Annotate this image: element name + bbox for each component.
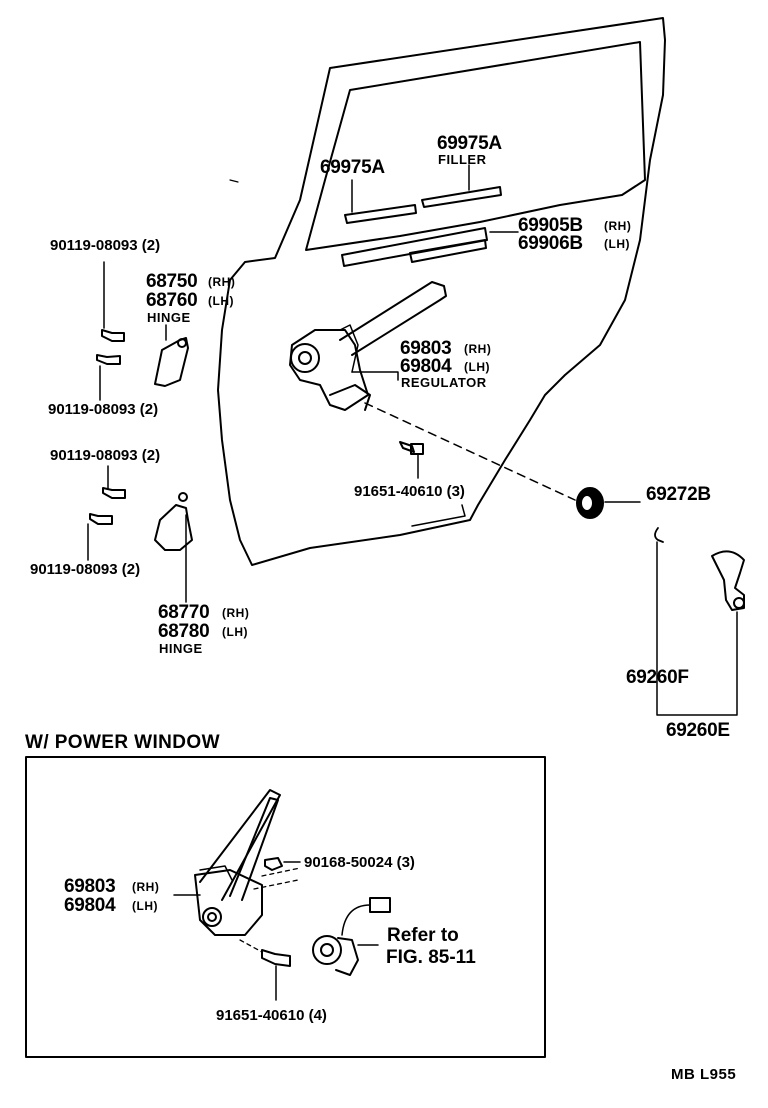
- door-bottom-mark: [411, 504, 466, 527]
- power-window-title: W/ POWER WINDOW: [25, 732, 220, 753]
- hinge-up-rh-side: (RH): [208, 275, 236, 289]
- power-regulator-lh-side: (LH): [132, 899, 158, 913]
- power-regulator-rh-label: 69803: [64, 876, 116, 897]
- hinge-lo-caption: HINGE: [159, 641, 203, 656]
- regulator-lh-side: (LH): [464, 360, 490, 374]
- regulator-knob: [576, 487, 604, 519]
- filler-front-label: 69975A: [320, 157, 385, 178]
- figure-code: MB L955: [671, 1066, 737, 1083]
- clip-label: 69260F: [626, 667, 689, 688]
- regulator-caption: REGULATOR: [401, 375, 487, 390]
- hinge-up-lh-side: (LH): [208, 294, 234, 308]
- regulator-lh-label: 69804: [400, 356, 452, 377]
- window-handle: [711, 550, 745, 611]
- regulator-rh-label: 69803: [400, 338, 452, 359]
- power-regulator-lh-label: 69804: [64, 895, 116, 916]
- bolt-top-1-label: 90119-08093 (2): [50, 237, 161, 254]
- power-bolt-label: 91651-40610 (4): [216, 1007, 327, 1024]
- run-lh-side: (LH): [604, 237, 630, 251]
- manual-regulator: [289, 281, 447, 411]
- bolt-top-1-shape: [101, 329, 125, 342]
- filler-rear: [421, 186, 502, 208]
- regulator-rh-side: (RH): [464, 342, 492, 356]
- bolt-bot-1-label: 90119-08093 (2): [50, 447, 161, 464]
- filler-caption: FILLER: [438, 152, 487, 167]
- filler-front: [344, 204, 417, 224]
- run-rh-side: (RH): [604, 219, 632, 233]
- run-rh-label: 69905B: [518, 215, 583, 236]
- knob-label: 69272B: [646, 484, 711, 505]
- hinge-lo-rh-side: (RH): [222, 606, 250, 620]
- hinge-lo-lh-label: 68780: [158, 621, 210, 642]
- filler-rear-label: 69975A: [437, 133, 502, 154]
- power-window-box: [25, 756, 546, 1058]
- run-channel-lh: [409, 239, 487, 263]
- power-bolt-shape: [261, 949, 291, 967]
- run-lh-label: 69906B: [518, 233, 583, 254]
- hinge-up-lh-label: 68760: [146, 290, 198, 311]
- lower-hinge: [154, 492, 193, 551]
- run-channel-rh: [341, 227, 488, 267]
- door-panel-outline: [217, 17, 666, 566]
- upper-hinge: [154, 337, 189, 387]
- hinge-up-caption: HINGE: [147, 310, 191, 325]
- hinge-up-rh-label: 68750: [146, 271, 198, 292]
- hinge-lo-rh-label: 68770: [158, 602, 210, 623]
- handle-clip: [654, 527, 664, 543]
- bolt-bot-2-shape: [89, 513, 113, 525]
- handle-label: 69260E: [666, 720, 730, 741]
- refer-line-2: FIG. 85-11: [386, 947, 476, 968]
- bolt-regulator-label: 91651-40610 (3): [354, 483, 465, 500]
- power-regulator: [194, 789, 281, 936]
- dashed-guide: [364, 402, 576, 501]
- bolt-top-2-shape: [96, 354, 121, 365]
- power-nut-label: 90168-50024 (3): [304, 854, 415, 871]
- hinge-lo-lh-side: (LH): [222, 625, 248, 639]
- refer-line-1: Refer to: [387, 925, 459, 946]
- regulator-bolt: [399, 441, 424, 455]
- power-window-motor: [312, 897, 391, 976]
- bolt-bot-1-shape: [102, 487, 126, 499]
- door-window-opening: [305, 41, 646, 251]
- power-regulator-rh-side: (RH): [132, 880, 160, 894]
- power-nut-shape: [264, 857, 283, 871]
- bolt-top-2-label: 90119-08093 (2): [48, 401, 159, 418]
- bolt-bot-2-label: 90119-08093 (2): [30, 561, 141, 578]
